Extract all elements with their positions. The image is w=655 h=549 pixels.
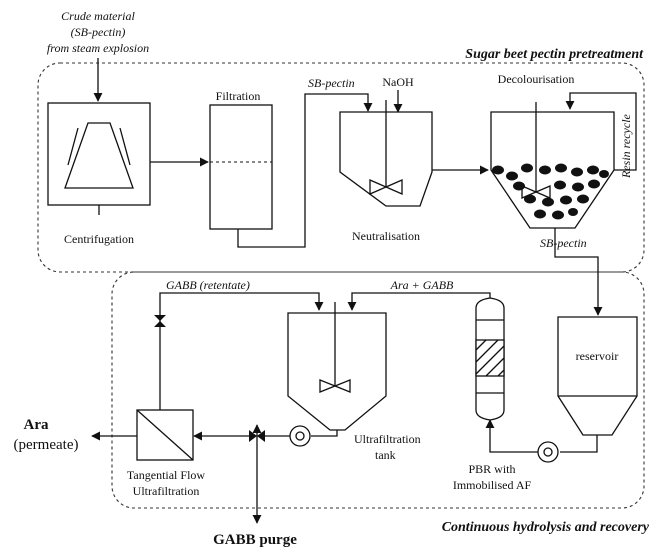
tangential-flow-filter [136, 409, 194, 461]
gabb-retentate-label: GABB (retentate) [166, 278, 250, 292]
pbr-label-line-2: Immobilised AF [453, 478, 532, 492]
decolourisation-label: Decolourisation [498, 72, 575, 86]
permeate-label: (permeate) [14, 437, 79, 453]
filtration-unit [209, 104, 273, 230]
centrifugation-label: Centrifugation [64, 232, 134, 246]
decolourisation-tank [490, 102, 615, 229]
reservoir-tank [557, 316, 638, 436]
ara-gabb-label: Ara + GABB [390, 278, 454, 292]
pump-icon [289, 425, 311, 447]
neutralisation-label: Neutralisation [352, 229, 420, 243]
tff-label-line-1: Tangential Flow [127, 468, 205, 482]
uf-tank-label-line-2: tank [375, 448, 396, 462]
tff-label-line-2: Ultrafiltration [133, 484, 200, 498]
resin-beads [492, 163, 609, 220]
svg-text:from steam explosion: from steam explosion [47, 41, 149, 55]
valve-icon [154, 315, 166, 327]
svg-text:Crude material: Crude material [61, 9, 135, 23]
pbr-label-line-1: PBR with [468, 462, 515, 476]
naoh-label: NaOH [382, 75, 414, 89]
crude-material-label: Crude material (SB-pectin) from steam ex… [47, 9, 149, 55]
centrifuge-unit [47, 102, 151, 215]
section-title-pretreatment: Sugar beet pectin pretreatment [465, 47, 644, 62]
sb-pectin-label-2: SB-pectin [540, 236, 587, 250]
reservoir-label: reservoir [576, 349, 619, 363]
svg-text:(SB-pectin): (SB-pectin) [71, 25, 126, 39]
uf-tank-label-line-1: Ultrafiltration [354, 432, 421, 446]
gabb-purge-label: GABB purge [213, 532, 297, 548]
ara-label: Ara [24, 417, 49, 433]
hydrolysis-section-boundary [111, 271, 645, 509]
ultrafiltration-tank [287, 302, 387, 431]
packed-bed-reactor [475, 297, 505, 421]
pump-icon [537, 441, 559, 463]
section-title-hydrolysis: Continuous hydrolysis and recovery [442, 520, 650, 535]
neutralisation-tank [339, 100, 433, 207]
resin-recycle-label: Resin recycle [619, 113, 633, 179]
sb-pectin-label-1: SB-pectin [308, 76, 355, 90]
filtration-label: Filtration [216, 89, 261, 103]
